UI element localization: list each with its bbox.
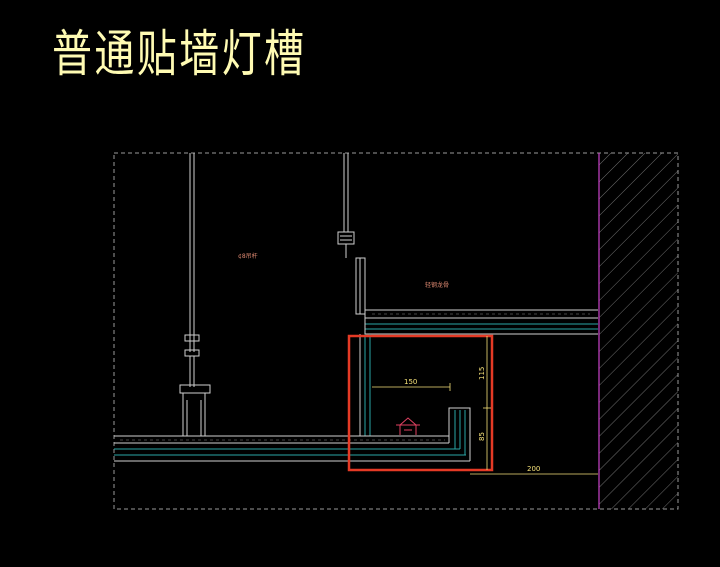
- light-fixture-icon: [396, 417, 420, 435]
- dimension-vertical: 115 85: [478, 336, 491, 470]
- cove-highlight-box: [347, 334, 494, 472]
- dimension-200: 200: [470, 465, 598, 475]
- lower-ceiling-board: [114, 435, 470, 462]
- dimension-85-text: 85: [478, 432, 486, 441]
- dimension-115-text: 115: [478, 367, 486, 380]
- drawing-frame: [113, 152, 679, 510]
- dimension-150-text: 150: [404, 378, 417, 386]
- dimension-200-text: 200: [527, 465, 540, 473]
- cove-lip: [448, 407, 471, 461]
- cove-fascia: [359, 334, 371, 436]
- upper-ceiling-board: [364, 309, 598, 335]
- suspension-rod-right: [337, 153, 366, 315]
- ceiling-label-right: 轻钢龙骨: [425, 281, 449, 289]
- concrete-wall: [598, 153, 678, 509]
- suspension-rod-left: [179, 153, 211, 437]
- ceiling-label-left: ¢8吊杆: [238, 252, 258, 260]
- dimension-150: 150: [372, 378, 451, 391]
- drawing-title: 普通贴墙灯槽: [52, 25, 307, 83]
